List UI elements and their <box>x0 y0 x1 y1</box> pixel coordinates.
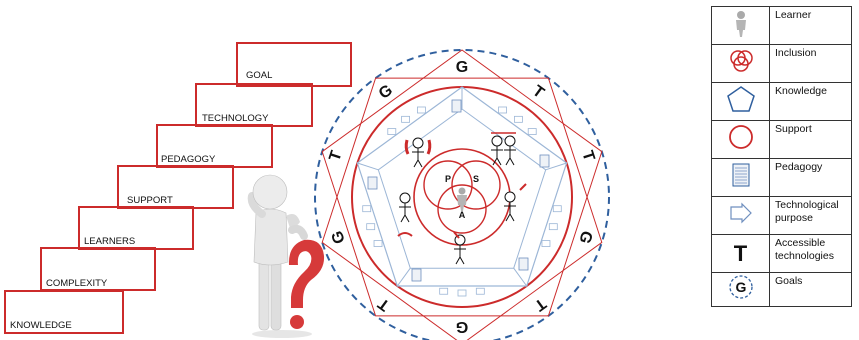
inclusion-circle-p <box>423 160 473 210</box>
learner-head <box>458 187 466 195</box>
accessible-technologies-icon: T <box>711 234 770 273</box>
spoke-line <box>513 267 528 287</box>
ring-letter: T <box>529 82 547 102</box>
inclusion-model: P S A G T T G T G T G T G <box>314 49 610 340</box>
ring-letter: T <box>531 294 549 314</box>
ring-letter: G <box>456 59 468 76</box>
legend-label: Knowledge <box>769 82 852 121</box>
legend-label: Pedagogy <box>769 158 852 197</box>
knowledge-pentagon-icon <box>726 86 755 112</box>
learner-icon <box>735 11 746 37</box>
ring-letter: G <box>376 82 396 103</box>
inclusion-icon <box>729 50 753 72</box>
ring-letter: G <box>575 228 595 245</box>
learner-figure-body <box>504 146 516 166</box>
legend-label: Technological purpose <box>769 196 852 235</box>
learner-figure-head <box>491 135 503 147</box>
learner-icon <box>457 195 467 211</box>
inclusion-circle-a <box>437 184 487 234</box>
technological-purpose-icon <box>498 106 507 114</box>
sign-language-icon <box>397 232 413 237</box>
learner-figure-body <box>491 146 503 166</box>
ring-letter: T <box>375 294 393 314</box>
learner-figure-head <box>412 137 424 149</box>
inclusion-label-a: A <box>459 210 466 220</box>
stair-label-learners: LEARNERS <box>84 236 135 247</box>
learner-figure-body <box>504 202 516 222</box>
learner-figure-head <box>399 192 411 204</box>
stair-box <box>236 42 352 87</box>
technological-purpose-icon <box>552 205 562 213</box>
technological-purpose-icon <box>439 287 449 295</box>
learner-figure-head <box>504 191 516 203</box>
technological-purpose-icon <box>362 205 372 213</box>
legend-label: Inclusion <box>769 44 852 83</box>
technological-purpose-icon <box>373 240 383 247</box>
goals-icon: G <box>728 275 753 299</box>
staircase <box>4 42 352 334</box>
legend-label: Support <box>769 120 852 159</box>
pedagogy-document-icon <box>539 154 550 168</box>
thinking-figure-icon <box>247 174 325 338</box>
technological-purpose-icon <box>366 223 376 231</box>
pedagogy-document-icon <box>411 268 422 282</box>
spoke-line <box>396 267 411 287</box>
technological-purpose-icon <box>541 240 551 247</box>
technological-purpose-icon <box>548 223 558 231</box>
technological-purpose-icon <box>417 106 426 114</box>
knowledge-pentagon <box>356 86 568 287</box>
learner-figure-head <box>504 135 516 147</box>
stair-box <box>4 290 124 334</box>
learner-figure-body <box>454 245 466 265</box>
technological-purpose-icon <box>387 128 397 135</box>
support-arrow-icon <box>519 183 527 191</box>
inner-pentagon <box>377 108 547 269</box>
support-circle-icon <box>728 125 753 149</box>
learner-figure-body <box>412 148 424 168</box>
pedagogy-document-icon <box>732 163 749 187</box>
legend-label: Accessible technologies <box>769 234 852 273</box>
outer-pentagon <box>321 49 603 317</box>
technological-purpose-icon <box>514 115 523 123</box>
outer-pentagon-rotated <box>321 77 603 340</box>
spoke-line <box>357 162 379 171</box>
technological-purpose-icon <box>729 202 752 224</box>
stair-label-pedagogy: PEDAGOGY <box>161 154 216 165</box>
technological-purpose-icon <box>475 287 485 295</box>
pedagogy-document-icon <box>367 176 378 190</box>
stair-label-support: SUPPORT <box>127 195 173 206</box>
technological-purpose-icon <box>527 128 537 135</box>
spoke-line <box>545 162 567 171</box>
pedagogy-document-icon <box>518 257 529 271</box>
stair-label-complexity: COMPLEXITY <box>46 278 108 289</box>
pedagogy-document-icon <box>451 99 462 113</box>
goals-dashed-circle <box>314 49 610 340</box>
support-arrow-icon <box>453 231 460 239</box>
legend-table: Learner Inclusion Knowledge Support Peda… <box>711 6 852 307</box>
technological-purpose-icon <box>457 289 467 297</box>
headphones-icon <box>404 139 432 155</box>
technological-purpose-icon <box>401 115 410 123</box>
stair-label-knowledge: KNOWLEDGE <box>10 320 72 331</box>
ring-letter: G <box>329 228 349 245</box>
stair-label-goal: GOAL <box>246 70 272 81</box>
inclusion-circle-s <box>451 160 501 210</box>
inclusion-label-s: S <box>473 174 479 184</box>
goals-icon-letter: G <box>735 279 746 295</box>
ring-letter: T <box>326 149 345 164</box>
learner-figure-body <box>399 203 411 223</box>
legend-label: Goals <box>769 272 852 307</box>
stair-label-technology: TECHNOLOGY <box>202 113 269 124</box>
inclusion-label-p: P <box>445 174 451 184</box>
legend-label: Learner <box>769 6 852 45</box>
ring-letter: G <box>456 318 468 335</box>
ring-letter: T <box>578 149 597 164</box>
